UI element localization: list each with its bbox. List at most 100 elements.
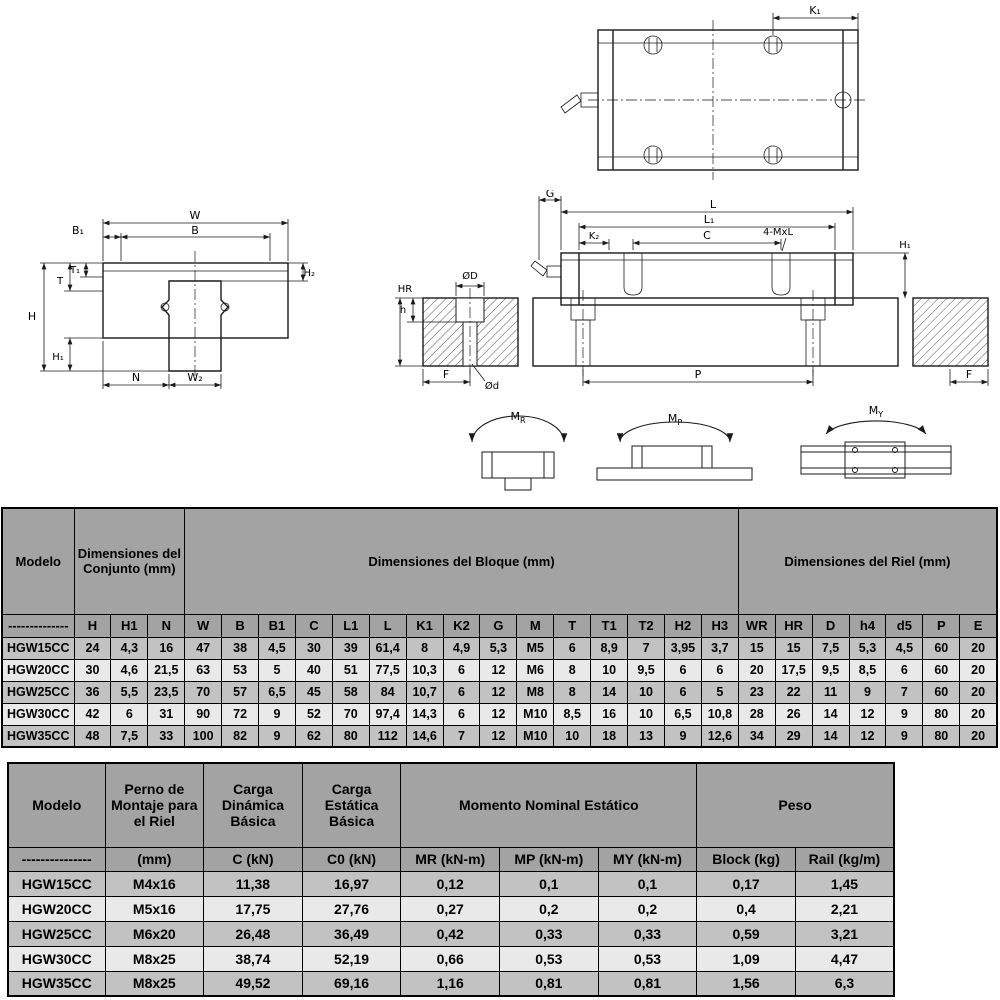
- value-cell: 12: [848, 702, 887, 726]
- model-cell: HGW30CC: [1, 702, 75, 726]
- value-cell: 38,74: [203, 945, 303, 972]
- value-cell: 4,6: [110, 658, 149, 682]
- value-cell: 5: [258, 658, 296, 682]
- value-cell: 27,76: [301, 895, 402, 922]
- value-cell: 60: [922, 636, 961, 660]
- model-cell: HGW25CC: [1, 680, 75, 704]
- column-header-cell: L1: [331, 613, 370, 638]
- value-cell: 39: [331, 636, 370, 660]
- group-header-cell: Modelo: [7, 762, 106, 848]
- dim-label-h2: H₂: [303, 268, 315, 279]
- value-cell: 12: [479, 680, 518, 704]
- value-cell: 100: [184, 724, 223, 748]
- value-cell: 14: [811, 702, 850, 726]
- value-cell: 0,33: [499, 920, 599, 947]
- dim-label-h1: H₁: [52, 352, 64, 363]
- value-cell: 20: [959, 724, 998, 748]
- value-cell: 6: [110, 702, 149, 726]
- column-header-cell: L: [368, 613, 407, 638]
- block-top-details: [598, 35, 858, 165]
- value-cell: 14: [811, 724, 850, 748]
- value-cell: 4,9: [442, 636, 481, 660]
- column-header-cell: Block (kg): [696, 846, 796, 872]
- moment-mr-label: MR: [510, 410, 526, 425]
- value-cell: 12: [479, 658, 518, 682]
- value-cell: 6: [553, 636, 592, 660]
- value-cell: 34: [737, 724, 776, 748]
- dim-label-h: H: [28, 310, 36, 323]
- dim-label-t: T: [56, 276, 64, 287]
- mr-rotation-arrow: [468, 415, 568, 443]
- mp-block-sketch: [596, 445, 753, 481]
- value-cell: 7: [627, 636, 665, 660]
- value-cell: 3,21: [794, 920, 895, 947]
- dim-label-t1: T₁: [69, 265, 80, 276]
- value-cell: 6: [664, 658, 702, 682]
- value-cell: 70: [331, 702, 370, 726]
- column-header-cell: MR (kN-m): [400, 846, 500, 872]
- rail-section-far: [912, 297, 989, 367]
- group-header-cell: Modelo: [1, 507, 75, 615]
- model-cell: HGW35CC: [7, 970, 106, 997]
- column-header-cell: C: [294, 613, 333, 638]
- value-cell: 0,17: [696, 870, 796, 897]
- value-cell: 5: [700, 680, 739, 704]
- column-header-cell: --------------: [1, 613, 75, 638]
- group-header-cell: Perno de Montaje para el Riel: [104, 762, 205, 848]
- bolt-spec-label: 4-MxL: [763, 227, 794, 238]
- value-cell: 0,53: [597, 945, 698, 972]
- column-header-row: ---------------(mm)C (kN)C0 (kN)MR (kN-m…: [7, 846, 895, 872]
- value-cell: 0,1: [597, 870, 698, 897]
- value-cell: 12: [479, 702, 518, 726]
- value-cell: 23: [737, 680, 776, 704]
- value-cell: 1,16: [400, 970, 500, 997]
- value-cell: 15: [774, 636, 813, 660]
- value-cell: 9: [258, 724, 296, 748]
- value-cell: 14,3: [405, 702, 444, 726]
- value-cell: 17,5: [774, 658, 813, 682]
- model-cell: HGW15CC: [1, 636, 75, 660]
- value-cell: 16: [590, 702, 629, 726]
- value-cell: 8: [405, 636, 444, 660]
- value-cell: M6: [516, 658, 555, 682]
- value-cell: 36: [73, 680, 112, 704]
- column-header-cell: T: [553, 613, 592, 638]
- value-cell: 36,49: [301, 920, 402, 947]
- value-cell: 70: [184, 680, 223, 704]
- value-cell: 10: [553, 724, 592, 748]
- front-view-dimensions: [40, 219, 308, 389]
- column-header-cell: D: [811, 613, 850, 638]
- value-cell: 11: [811, 680, 850, 704]
- side-view-drawing: G L L₁ K₂ C 4-MxL H₁ ØD h HR Ød F P F: [395, 190, 989, 392]
- value-cell: 14,6: [405, 724, 444, 748]
- my-rotation-arrow: [825, 420, 927, 435]
- value-cell: 82: [221, 724, 260, 748]
- rail-side-view: [532, 297, 899, 367]
- mr-block-sketch: [481, 451, 555, 491]
- value-cell: 1,09: [696, 945, 796, 972]
- value-cell: 11,38: [203, 870, 303, 897]
- value-cell: 9: [848, 680, 887, 704]
- value-cell: 0,1: [499, 870, 599, 897]
- value-cell: 52: [294, 702, 333, 726]
- block-front-outline: [102, 262, 289, 372]
- rail-mounting-holes: [570, 297, 826, 367]
- value-cell: 57: [221, 680, 260, 704]
- value-cell: 52,19: [301, 945, 402, 972]
- value-cell: 20: [737, 658, 776, 682]
- group-header-cell: Dimensiones del Bloque (mm): [184, 507, 739, 615]
- column-header-cell: B1: [258, 613, 296, 638]
- column-header-cell: H: [73, 613, 112, 638]
- dim-label-c: C: [703, 229, 711, 242]
- value-cell: 6: [700, 658, 739, 682]
- value-cell: 17,75: [203, 895, 303, 922]
- column-header-cell: WR: [737, 613, 776, 638]
